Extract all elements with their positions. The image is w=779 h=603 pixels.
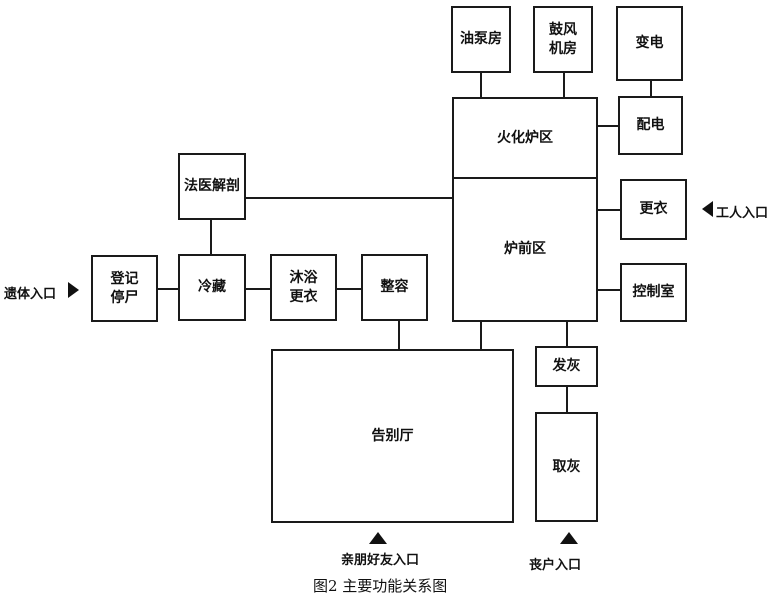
box-label: 更衣 [639,201,668,218]
connector-blower-cremation [563,72,565,98]
box-cremation-zone: 火化炉区 [452,97,598,179]
arrow-up-icon [560,532,578,544]
box-oil-pump-room: 油泵房 [451,6,511,73]
connector-register-coldstorage [157,288,179,290]
arrow-left-icon [702,201,713,217]
figure-caption: 图2 主要功能关系图 [313,577,448,595]
connector-forensic-cremation [245,197,453,199]
box-distribution: 配电 [618,96,683,155]
box-transformer: 变电 [616,6,683,81]
box-label: 控制室 [632,284,675,301]
connector-front-changing [597,209,621,211]
connector-ashdispatch-ashpickup [566,386,568,413]
box-blower-room: 鼓风 机房 [533,6,593,73]
box-label: 登记 停尸 [110,270,139,306]
entrance-relatives-label: 亲朋好友入口 [341,553,420,568]
connector-transformer-distribution [650,80,652,97]
connector-front-control [597,289,621,291]
box-ash-dispatch: 发灰 [535,346,598,387]
box-label: 告别厅 [371,427,414,444]
box-label: 发灰 [552,358,581,375]
connector-cosmetic-farewell [398,320,400,350]
entrance-body-label: 遗体入口 [4,287,57,302]
arrow-up-icon [369,532,387,544]
box-cold-storage: 冷藏 [178,254,246,321]
box-farewell-hall: 告别厅 [271,349,514,523]
box-label: 冷藏 [198,279,226,296]
box-label: 炉前区 [504,241,546,258]
box-front-zone: 炉前区 [452,177,598,322]
box-bathing-changing: 沐浴 更衣 [270,254,337,321]
box-label: 火化炉区 [497,129,553,146]
box-label: 油泵房 [460,31,502,48]
box-forensic-autopsy: 法医解剖 [178,153,246,220]
box-label: 取灰 [552,458,581,475]
connector-front-farewell [480,320,482,350]
box-label: 沐浴 更衣 [289,269,318,305]
entrance-worker-label: 工人入口 [716,206,769,221]
connector-distribution-cremation [597,125,619,127]
connector-coldstorage-bathing [245,288,271,290]
box-label: 法医解剖 [184,178,240,195]
box-label: 鼓风 机房 [549,21,577,57]
arrow-right-icon [68,282,79,298]
entrance-mourner-label: 丧户入口 [529,558,582,573]
box-control-room: 控制室 [620,263,687,322]
box-label: 整容 [380,279,409,296]
box-cosmetic: 整容 [361,254,428,321]
connector-oilpump-cremation [480,72,482,98]
connector-front-ashdispatch [566,320,568,347]
box-changing-room: 更衣 [620,179,687,240]
box-label: 变电 [635,35,664,52]
box-ash-pickup: 取灰 [535,412,598,522]
box-register-morgue: 登记 停尸 [91,255,158,322]
connector-bathing-cosmetic [336,288,362,290]
connector-forensic-coldstorage [210,219,212,255]
box-label: 配电 [636,117,665,134]
